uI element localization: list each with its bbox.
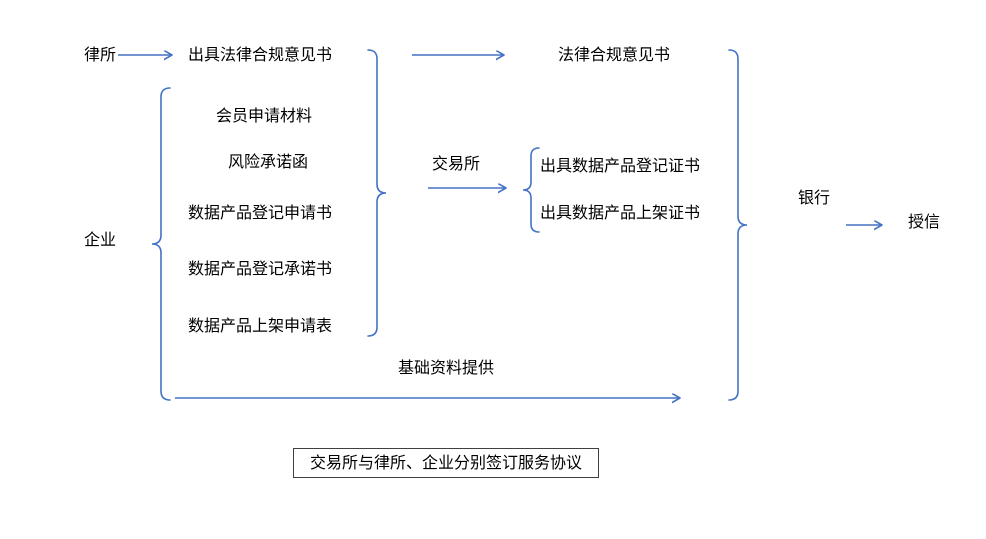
label-cert-listing: 出具数据产品上架证书 <box>540 203 701 222</box>
footer-agreement-box: 交易所与律所、企业分别签订服务协议 <box>293 448 600 478</box>
label-doc-risk-letter: 风险承诺函 <box>228 152 309 171</box>
label-doc-membership: 会员申请材料 <box>216 106 313 125</box>
label-doc-registration-commitment: 数据产品登记承诺书 <box>188 259 333 278</box>
label-credit: 授信 <box>908 212 941 231</box>
label-basic-materials: 基础资料提供 <box>398 358 495 377</box>
brace-enterprise-left <box>151 87 171 401</box>
brace-docs-right <box>367 49 387 337</box>
label-doc-listing-form: 数据产品上架申请表 <box>188 316 333 335</box>
label-legal-opinion: 法律合规意见书 <box>558 45 671 64</box>
label-exchange: 交易所 <box>432 154 481 173</box>
label-enterprise: 企业 <box>84 230 117 249</box>
label-bank: 银行 <box>798 188 831 207</box>
brace-certs-left <box>522 147 540 233</box>
label-cert-registration: 出具数据产品登记证书 <box>540 156 701 175</box>
label-doc-registration-application: 数据产品登记申请书 <box>188 203 333 222</box>
brace-bank-right <box>728 49 748 401</box>
label-law-firm: 律所 <box>84 45 117 64</box>
label-law-firm-output: 出具法律合规意见书 <box>188 45 333 64</box>
